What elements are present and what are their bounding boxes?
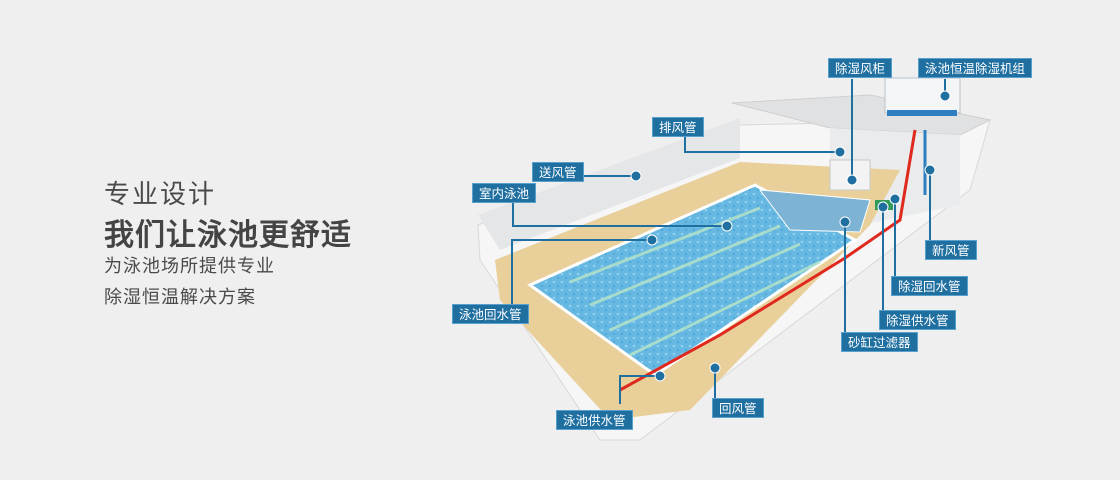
label-supply-duct: 送风管 xyxy=(532,162,584,182)
headline-subtitle-2: 除湿恒温解决方案 xyxy=(104,287,256,308)
label-fresh-air-duct: 新风管 xyxy=(925,240,977,260)
label-pool-return-pipe: 泳池回水管 xyxy=(452,304,529,324)
label-dehumid-unit: 泳池恒温除湿机组 xyxy=(918,58,1033,78)
label-dehumid-cabinet: 除湿风柜 xyxy=(828,58,893,78)
label-sand-filter: 砂缸过滤器 xyxy=(841,332,918,352)
label-indoor-pool: 室内泳池 xyxy=(472,183,537,203)
label-exhaust-duct: 排风管 xyxy=(652,117,704,137)
label-dehumid-supply-pipe: 除湿供水管 xyxy=(879,310,956,330)
headline-slogan: 我们让泳池更舒适 xyxy=(104,218,352,253)
headline-title: 专业设计 xyxy=(104,180,217,210)
label-pool-supply-pipe: 泳池供水管 xyxy=(556,410,633,430)
headline-subtitle-1: 为泳池场所提供专业 xyxy=(104,256,275,277)
label-dehumid-return-pipe: 除湿回水管 xyxy=(891,276,968,296)
label-return-air-duct: 回风管 xyxy=(712,398,764,418)
pool-water xyxy=(527,183,858,377)
